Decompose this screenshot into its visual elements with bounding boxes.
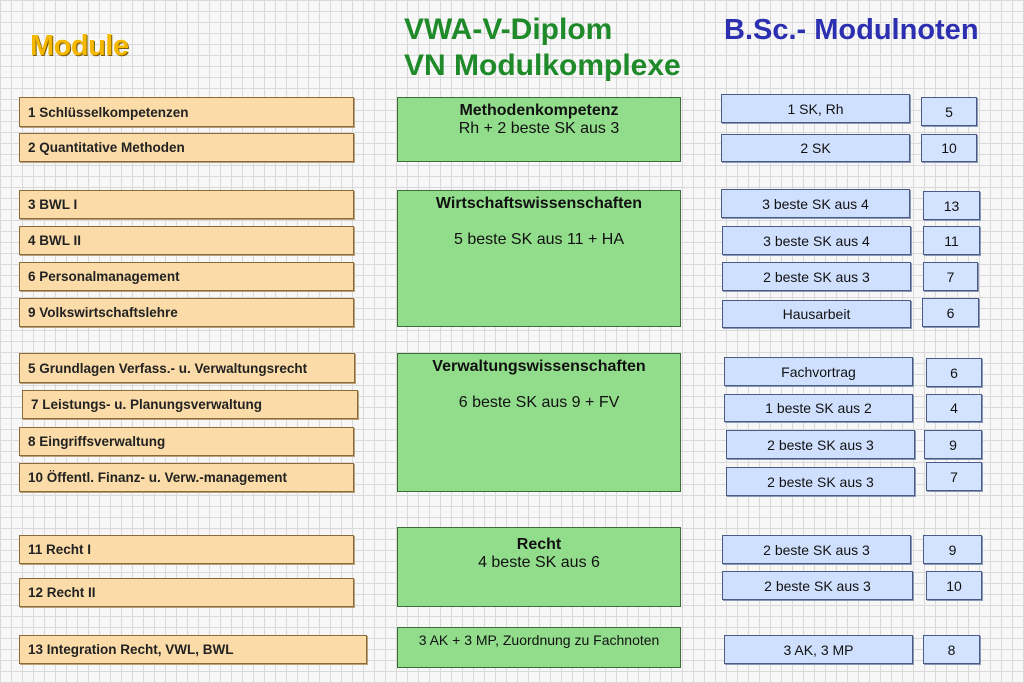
- module-box-7: 7 Leistungs- u. Planungsverwaltung: [22, 390, 358, 419]
- complex-heading: Verwaltungswissenschaften: [432, 358, 646, 375]
- rule-box-6: Hausarbeit: [722, 300, 911, 328]
- module-box-13: 13 Integration Recht, VWL, BWL: [19, 635, 367, 664]
- rule-box-8: 1 beste SK aus 2: [724, 394, 913, 422]
- grade-box-7: 6: [926, 358, 982, 387]
- grade-box-8: 4: [926, 394, 982, 422]
- complex-heading: Methodenkompetenz: [459, 102, 619, 119]
- module-box-3: 3 BWL I: [19, 190, 354, 219]
- rule-box-9: 2 beste SK aus 3: [726, 430, 915, 459]
- grade-box-1: 5: [921, 97, 977, 126]
- module-box-8: 8 Eingriffsverwaltung: [19, 427, 354, 456]
- module-box-10: 10 Öffentl. Finanz- u. Verw.-management: [19, 463, 354, 492]
- grade-box-11: 9: [923, 535, 982, 564]
- module-box-2: 2 Quantitative Methoden: [19, 133, 354, 162]
- title-vn-modulkomplexe: VN Modulkomplexe: [404, 49, 681, 82]
- grade-box-4: 11: [923, 226, 980, 255]
- complex-recht: Recht 4 beste SK aus 6: [397, 527, 681, 607]
- module-box-5: 5 Grundlagen Verfass.- u. Verwaltungsrec…: [19, 353, 355, 383]
- complex-rule-text: 5 beste SK aus 11 + HA: [453, 231, 625, 248]
- rule-box-7: Fachvortrag: [724, 357, 913, 386]
- grade-box-12: 10: [926, 571, 982, 600]
- complex-methodenkompetenz: Methodenkompetenz Rh + 2 beste SK aus 3: [397, 97, 681, 162]
- rule-box-5: 2 beste SK aus 3: [722, 262, 911, 291]
- rule-box-12: 2 beste SK aus 3: [722, 571, 913, 600]
- module-box-4: 4 BWL II: [19, 226, 354, 255]
- rule-box-1: 1 SK, Rh: [721, 94, 910, 123]
- module-box-9: 9 Volkswirtschaftslehre: [19, 298, 354, 327]
- complex-integration: 3 AK + 3 MP, Zuordnung zu Fachnoten: [397, 627, 681, 668]
- complex-rule-text: Rh + 2 beste SK aus 3: [458, 120, 620, 137]
- grade-box-9: 9: [924, 430, 982, 459]
- complex-rule-text: 6 beste SK aus 9 + FV: [458, 394, 620, 411]
- complex-rule-text: 4 beste SK aus 6: [478, 554, 600, 571]
- rule-box-3: 3 beste SK aus 4: [721, 189, 910, 218]
- complex-wirtschaftswissenschaften: Wirtschaftswissenschaften 5 beste SK aus…: [397, 190, 681, 327]
- grade-box-2: 10: [921, 134, 977, 162]
- complex-heading: Wirtschaftswissenschaften: [435, 195, 643, 212]
- complex-verwaltungswissenschaften: Verwaltungswissenschaften 6 beste SK aus…: [397, 353, 681, 492]
- grade-box-10: 7: [926, 462, 982, 491]
- grade-box-5: 7: [923, 262, 978, 291]
- module-box-6: 6 Personalmanagement: [19, 262, 354, 291]
- module-box-1: 1 Schlüsselkompetenzen: [19, 97, 354, 127]
- complex-rule-text: 3 AK + 3 MP, Zuordnung zu Fachnoten: [418, 632, 660, 648]
- grade-box-13: 8: [923, 635, 980, 664]
- title-module: Module: [30, 30, 129, 62]
- module-box-12: 12 Recht II: [19, 578, 354, 607]
- module-box-11: 11 Recht I: [19, 535, 354, 564]
- rule-box-2: 2 SK: [721, 134, 910, 162]
- title-bsc-modulnoten: B.Sc.- Modulnoten: [724, 14, 979, 46]
- complex-heading: Recht: [516, 536, 562, 553]
- grade-box-6: 6: [922, 298, 979, 327]
- rule-box-4: 3 beste SK aus 4: [722, 226, 911, 255]
- title-vwa-diplom: VWA-V-Diplom: [404, 13, 613, 46]
- grade-box-3: 13: [923, 191, 980, 220]
- rule-box-13: 3 AK, 3 MP: [724, 635, 913, 664]
- rule-box-11: 2 beste SK aus 3: [722, 535, 911, 564]
- rule-box-10: 2 beste SK aus 3: [726, 467, 915, 496]
